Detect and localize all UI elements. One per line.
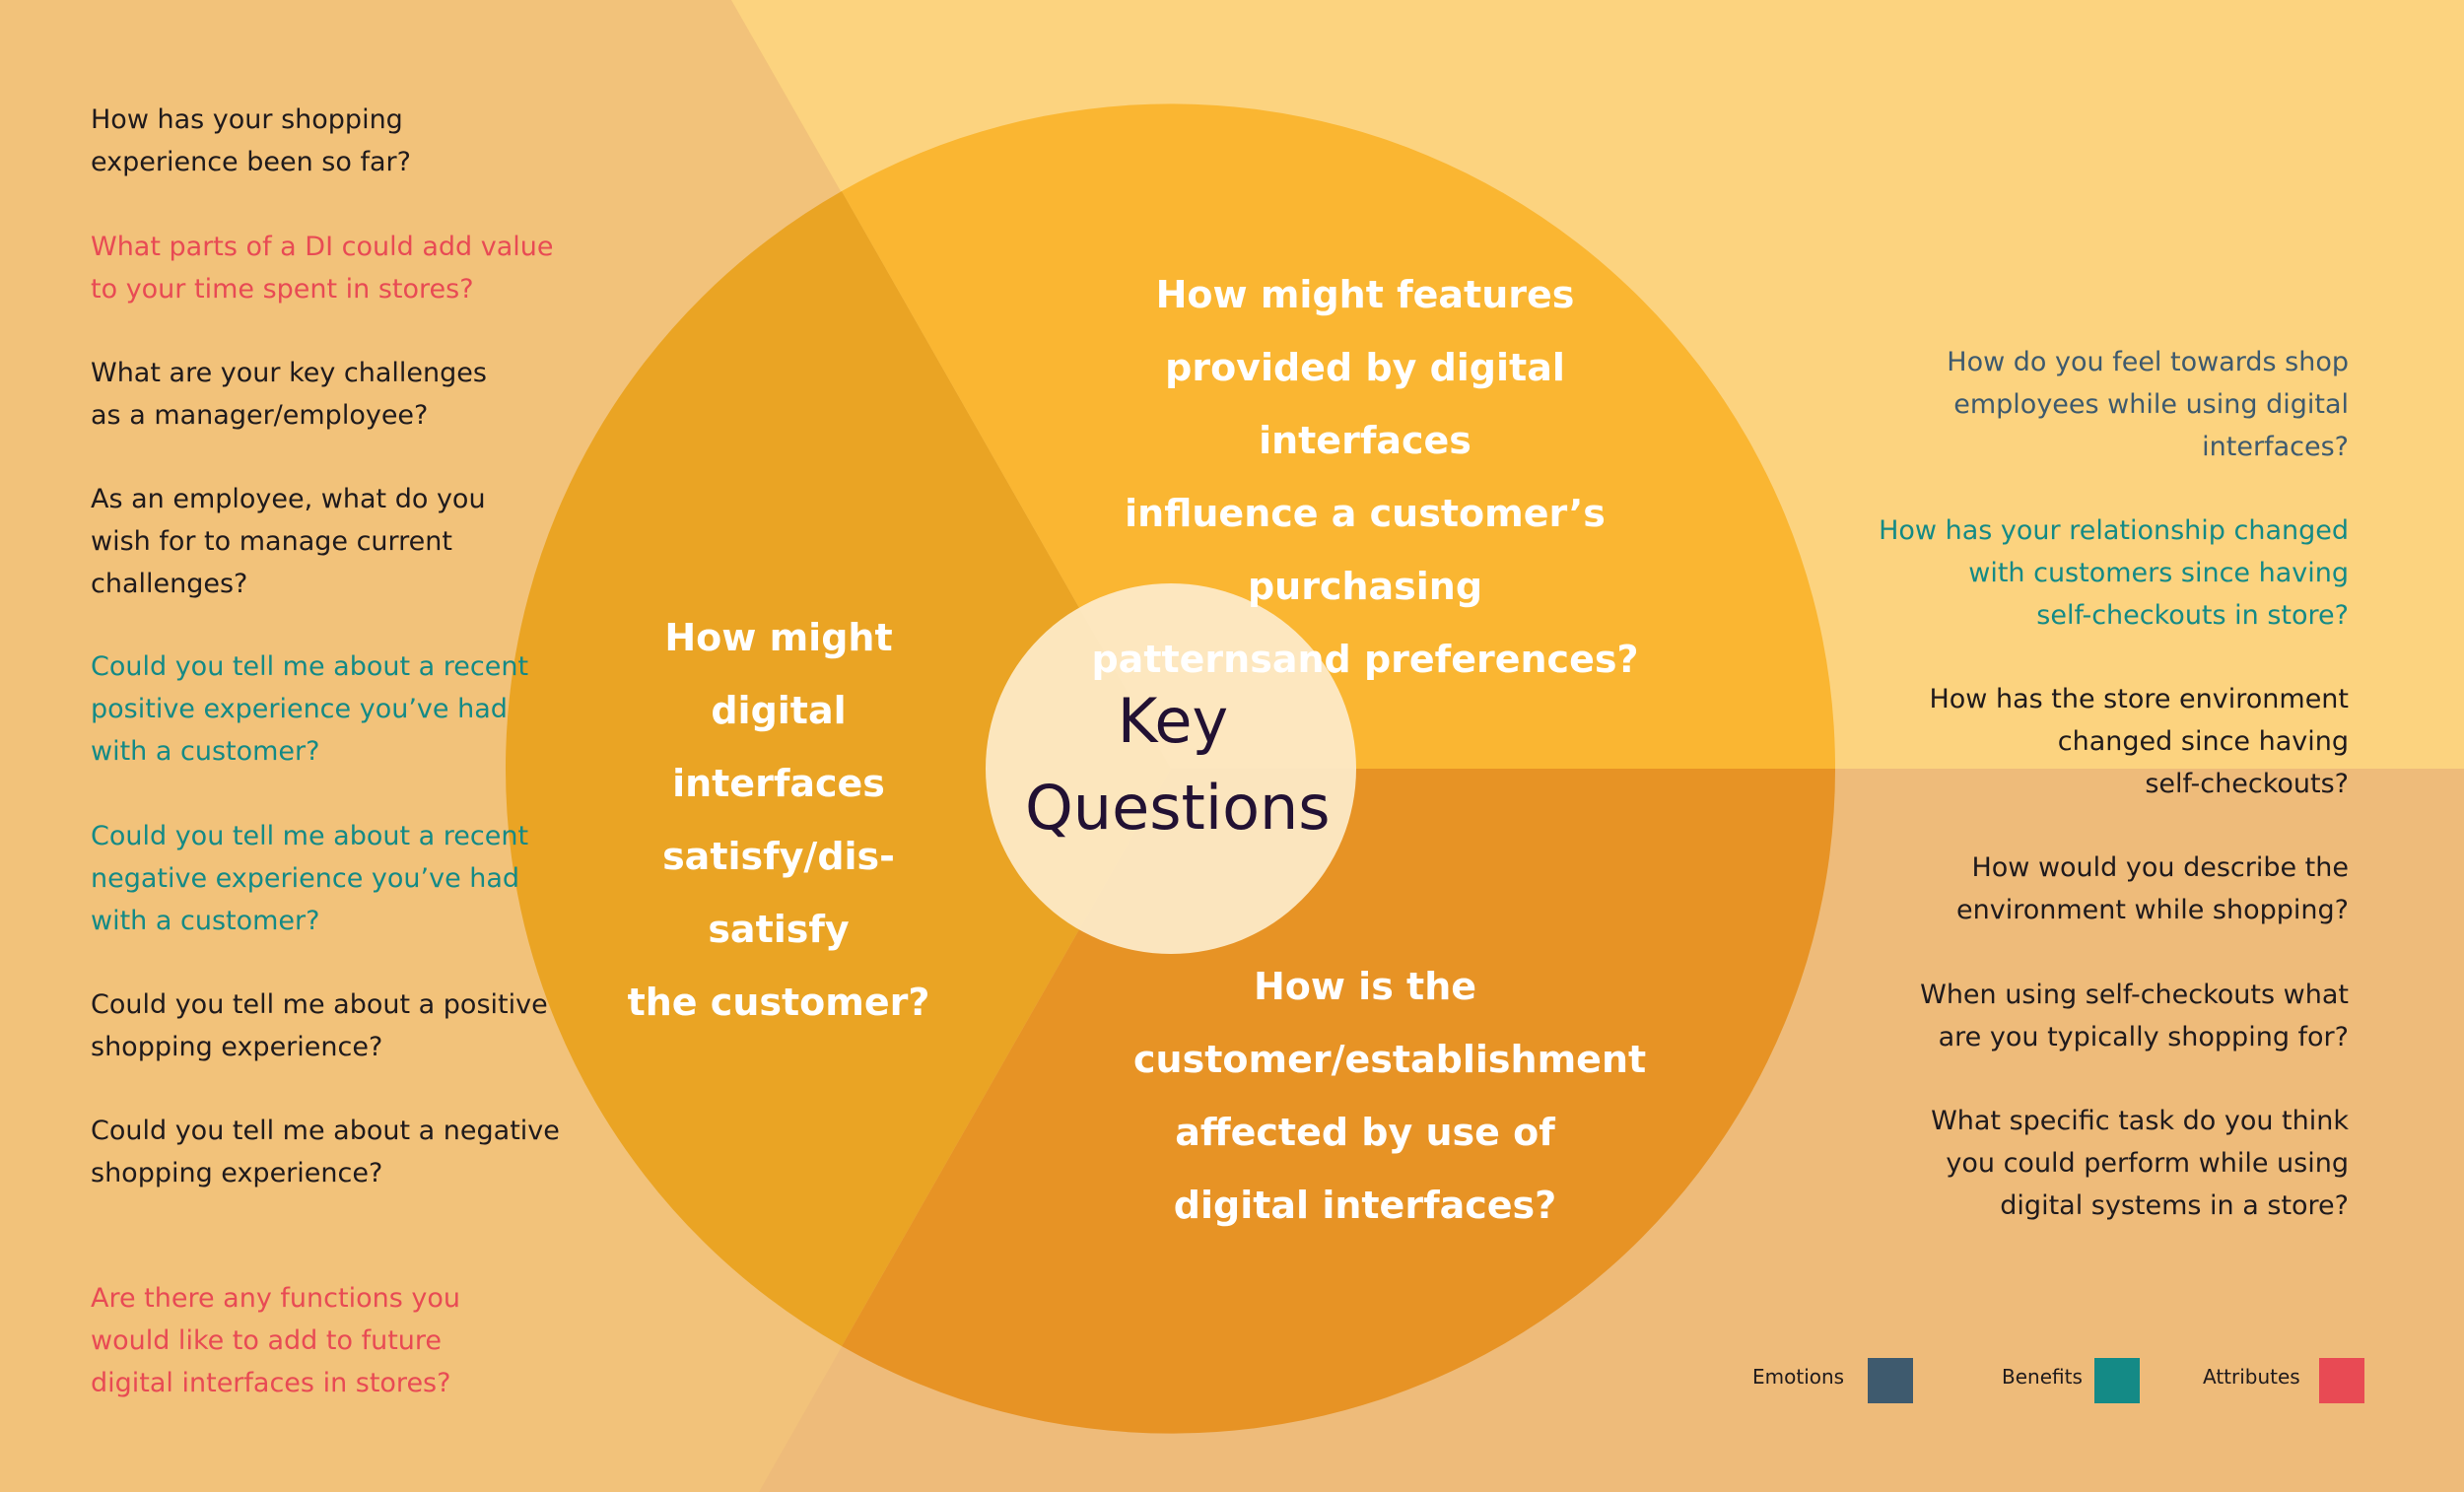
legend-label-benefits: Benefits xyxy=(2002,1365,2083,1389)
left-question-4: As an employee, what do you wish for to … xyxy=(91,484,486,599)
left-question-6: Could you tell me about a recent negativ… xyxy=(91,821,529,936)
left-question-8: Could you tell me about a negative shopp… xyxy=(91,1116,560,1188)
center-title-line1: Key xyxy=(1117,685,1229,757)
segment-bottom-question: How is the customer/establishment affect… xyxy=(1133,965,1647,1227)
legend-swatch-emotions xyxy=(1868,1358,1913,1403)
left-question-1: How has your shopping experience been so… xyxy=(91,104,411,177)
right-question-6: What specific task do you think you coul… xyxy=(1931,1106,2349,1221)
legend-label-attributes: Attributes xyxy=(2203,1365,2300,1389)
legend-swatch-benefits xyxy=(2094,1358,2140,1403)
left-question-2: What parts of a DI could add value to yo… xyxy=(91,232,554,305)
legend-swatch-attributes xyxy=(2319,1358,2364,1403)
left-question-7: Could you tell me about a positive shopp… xyxy=(91,989,548,1062)
segment-left xyxy=(505,191,1171,1346)
right-question-1: How do you feel towards shop employees w… xyxy=(1947,347,2349,462)
right-question-3: How has the store environment changed si… xyxy=(1929,684,2349,799)
segment-left-question: How might digital interfaces satisfy/dis… xyxy=(627,616,930,1024)
right-question-5: When using self-checkouts what are you t… xyxy=(1920,980,2349,1052)
legend-label-emotions: Emotions xyxy=(1752,1365,1845,1389)
right-question-4: How would you describe the environment w… xyxy=(1956,852,2349,925)
center-title-line2: Questions xyxy=(1025,772,1331,844)
segment-top-right-question: How might features provided by digital i… xyxy=(1091,273,1639,681)
left-question-3: What are your key challenges as a manage… xyxy=(91,358,487,431)
right-question-2: How has your relationship changed with c… xyxy=(1879,515,2349,631)
center-title: Key Questions xyxy=(1025,678,1331,851)
left-question-5: Could you tell me about a recent positiv… xyxy=(91,651,529,767)
center-circle xyxy=(986,583,1356,954)
left-question-9: Are there any functions you would like t… xyxy=(91,1283,460,1398)
